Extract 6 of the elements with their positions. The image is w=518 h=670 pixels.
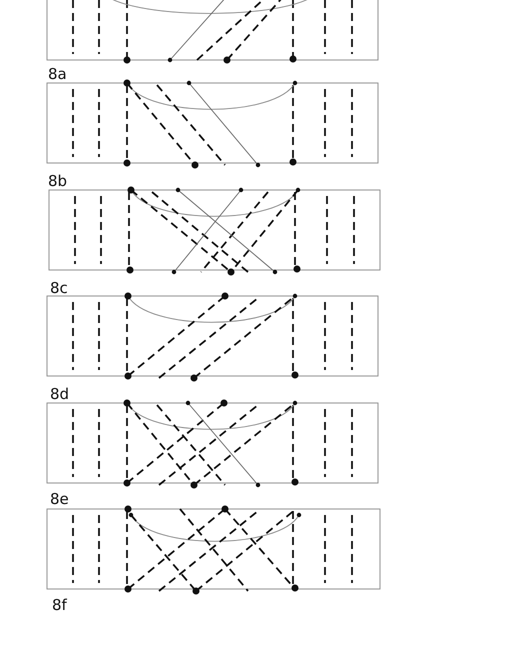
figure-label: 8d bbox=[50, 386, 70, 402]
figure-label: 8e bbox=[50, 491, 69, 507]
figure-label: 8f bbox=[52, 597, 67, 613]
figure-label: 8a bbox=[48, 66, 67, 82]
figure-label: 8c bbox=[50, 280, 68, 296]
figure-label: 8b bbox=[48, 173, 68, 189]
